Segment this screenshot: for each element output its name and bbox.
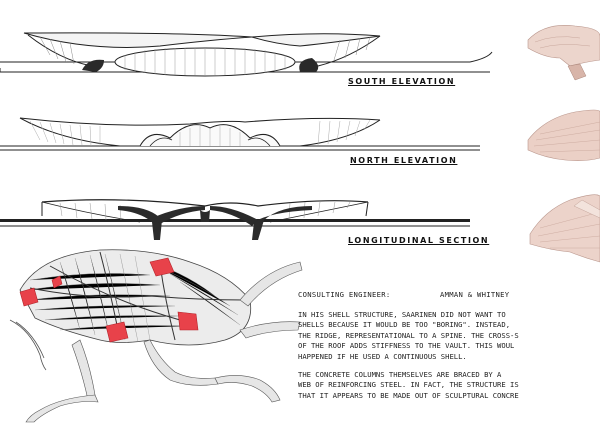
paragraph-2-line-2: WEB OF REINFORCING STEEL. IN FACT, THE S… [298,380,519,390]
paragraph-1-line-2: SHELLS BECAUSE IT WOULD BE TOO "BORING".… [298,320,511,330]
model-photo-1 [527,25,600,81]
north-elevation-label: NORTH ELEVATION [350,156,458,165]
paragraph-1-line-5: HAPPENED IF HE USED A CONTINUOUS SHELL. [298,351,467,361]
longitudinal-section-label: LONGITUDINAL SECTION [348,236,490,245]
paragraph-2-line-3: THAT IT APPEARS TO BE MADE OUT OF SCULPT… [298,390,519,400]
paragraph-1-line-4: OF THE ROOF ADDS STIFFNESS TO THE VAULT.… [298,341,515,351]
consulting-engineer-value: AMMAN & WHITNEY [440,290,510,299]
paragraph-1-line-3: THE RIDGE, REPRESENTATIONAL TO A SPINE. … [298,330,519,340]
highlighted-joints [19,257,199,343]
model-photo-3 [529,194,600,263]
paragraph-1-line-1: IN HIS SHELL STRUCTURE, SAARINEN DID NOT… [298,310,506,319]
model-photo-2 [527,109,600,161]
consulting-engineer-label: CONSULTING ENGINEER: [298,290,391,299]
paragraph-2-line-1: THE CONCRETE COLUMNS THEMSELVES ARE BRAC… [298,370,502,379]
south-elevation-label: SOUTH ELEVATION [348,77,456,86]
